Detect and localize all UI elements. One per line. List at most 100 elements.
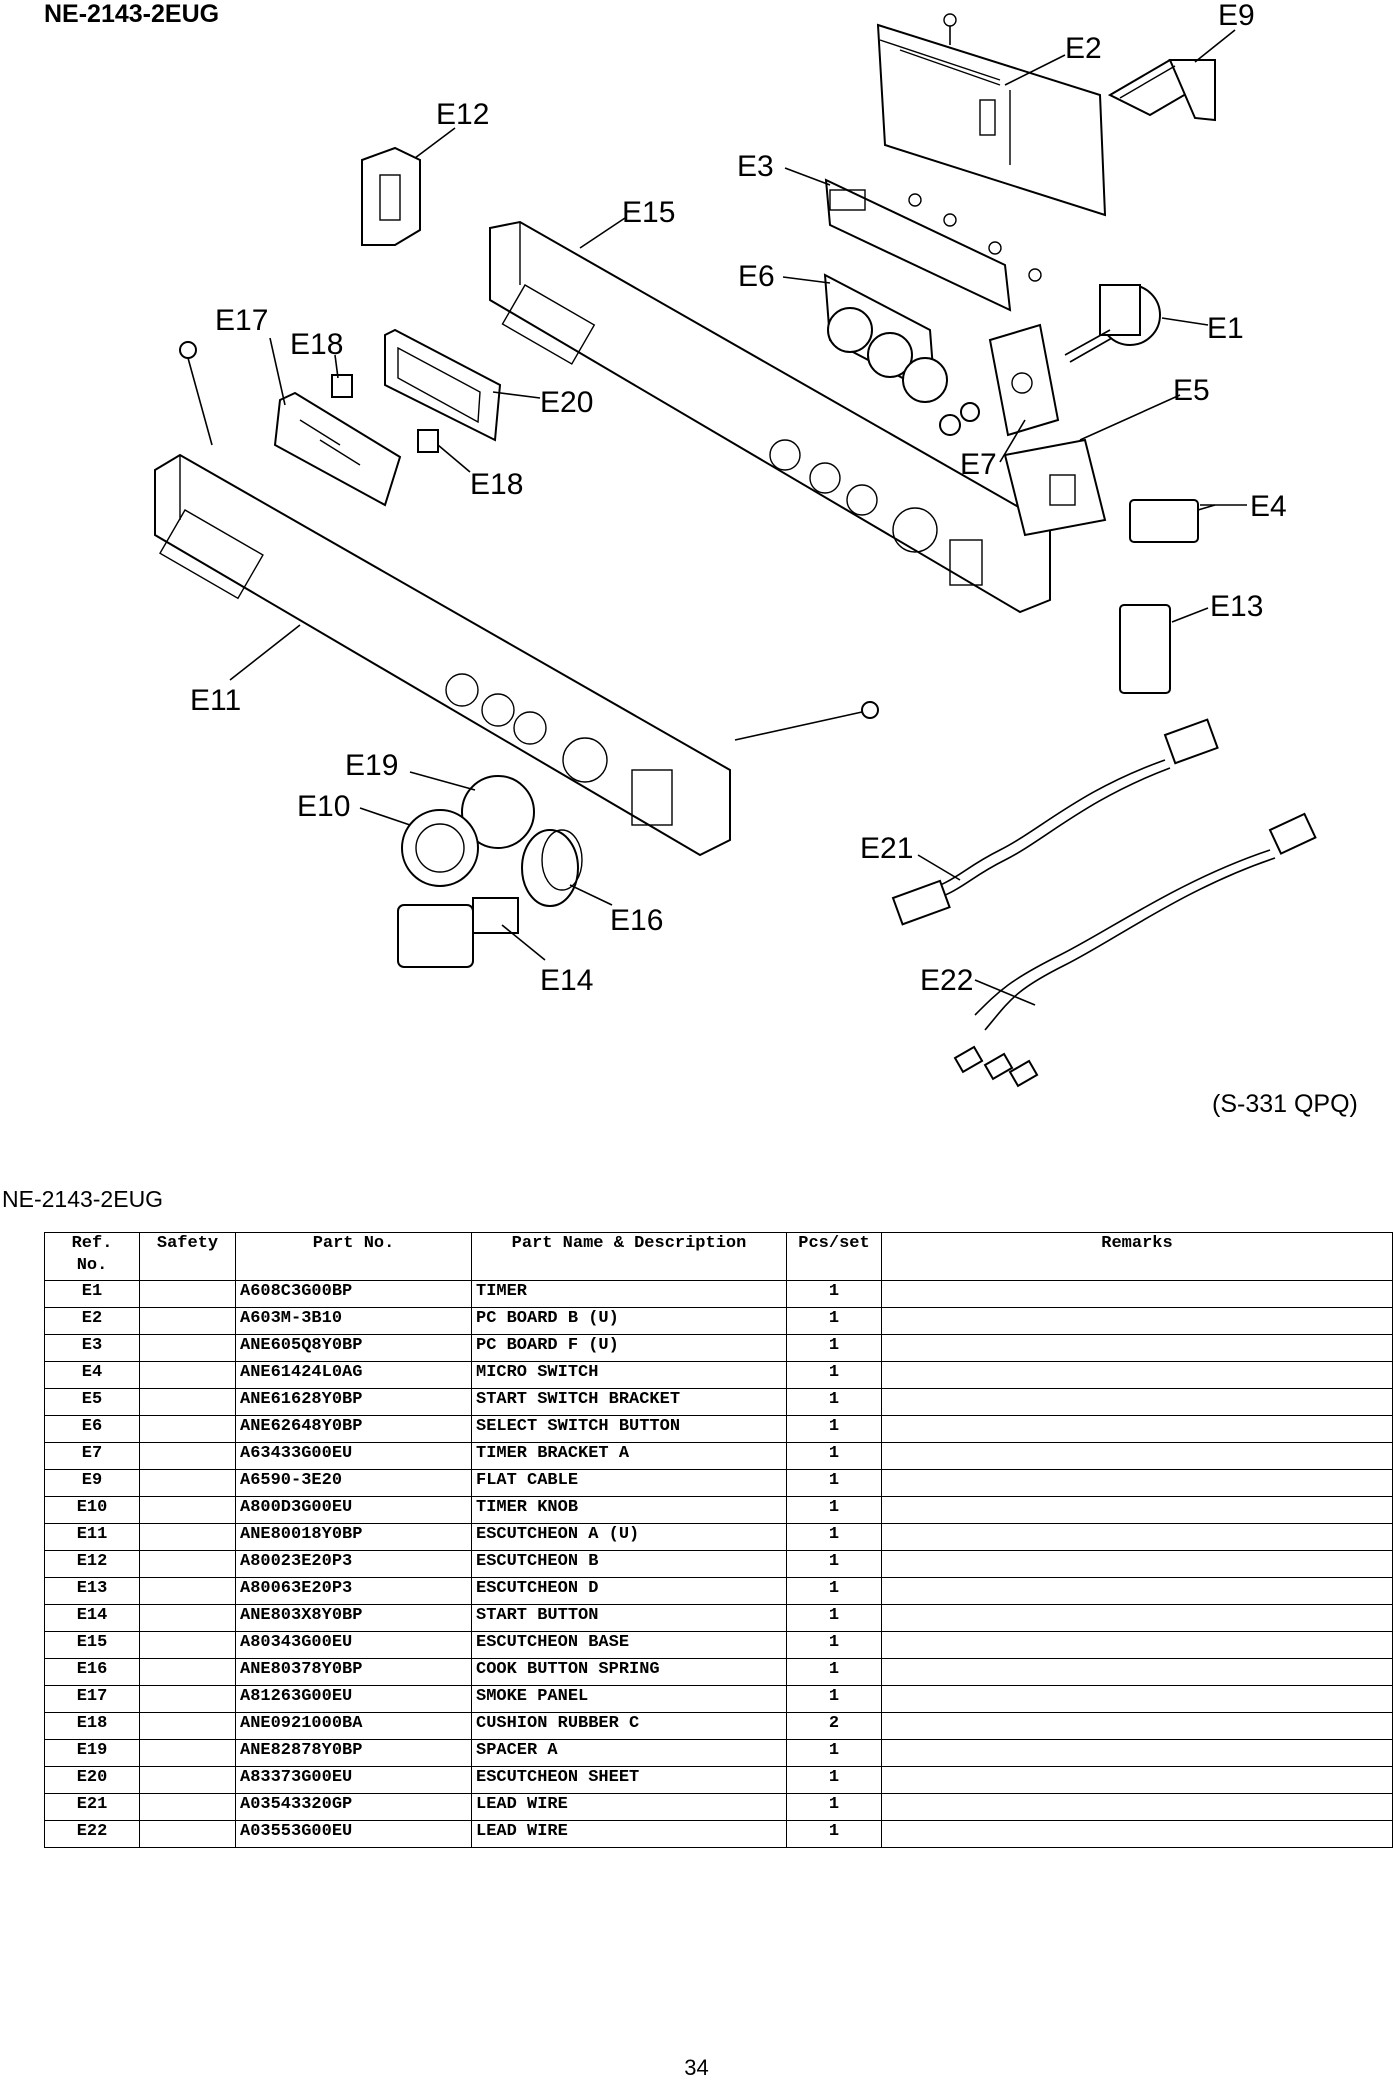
cell-remarks — [881, 1415, 1393, 1443]
cell-part-no: A80023E20P3 — [235, 1550, 472, 1578]
cushion-rubber-bottom-drawing — [417, 429, 439, 453]
header-description: Part Name & Description — [471, 1232, 787, 1281]
callout-e17: E17 — [215, 304, 268, 337]
cell-safety — [139, 1361, 236, 1389]
cell-pcs-set: 1 — [786, 1658, 882, 1686]
callout-e19: E19 — [345, 749, 398, 782]
callout-e16: E16 — [610, 904, 663, 937]
callout-e20: E20 — [540, 386, 593, 419]
cell-remarks — [881, 1550, 1393, 1578]
spacer-drawing — [461, 775, 535, 849]
cell-description: MICRO SWITCH — [471, 1361, 787, 1389]
cell-ref: E19 — [44, 1739, 140, 1767]
cell-safety — [139, 1793, 236, 1821]
document-title: NE-2143-2EUG — [44, 0, 220, 28]
cell-description: PC BOARD B (U) — [471, 1307, 787, 1335]
cell-safety — [139, 1766, 236, 1794]
callout-e2: E2 — [1065, 32, 1102, 65]
cell-remarks — [881, 1658, 1393, 1686]
callout-e4: E4 — [1250, 490, 1287, 523]
cell-pcs-set: 1 — [786, 1442, 882, 1470]
cell-description: COOK BUTTON SPRING — [471, 1658, 787, 1686]
cell-remarks — [881, 1442, 1393, 1470]
cell-pcs-set: 1 — [786, 1280, 882, 1308]
cell-part-no: A80063E20P3 — [235, 1577, 472, 1605]
cell-safety — [139, 1469, 236, 1497]
lead-wire-e22-drawing — [953, 812, 1317, 1088]
cell-part-no: A83373G00EU — [235, 1766, 472, 1794]
cell-remarks — [881, 1793, 1393, 1821]
cell-pcs-set: 1 — [786, 1604, 882, 1632]
cell-part-no: ANE605Q8Y0BP — [235, 1334, 472, 1362]
cell-safety — [139, 1820, 236, 1848]
exploded-parts-diagram: E2 E9 E3 E12 E15 E6 E1 E5 E7 E4 E13 E17 … — [154, 0, 1317, 1088]
callout-e14: E14 — [540, 964, 593, 997]
cell-remarks — [881, 1280, 1393, 1308]
callout-e11: E11 — [190, 684, 241, 717]
cell-safety — [139, 1577, 236, 1605]
cell-description: ESCUTCHEON A (U) — [471, 1523, 787, 1551]
cell-pcs-set: 1 — [786, 1469, 882, 1497]
timer-drawing — [1064, 284, 1161, 363]
page-number: 34 — [684, 2055, 709, 2080]
cell-safety — [139, 1523, 236, 1551]
cell-remarks — [881, 1766, 1393, 1794]
cell-pcs-set: 1 — [786, 1361, 882, 1389]
cell-part-no: A80343G00EU — [235, 1631, 472, 1659]
cell-part-no: A81263G00EU — [235, 1685, 472, 1713]
callout-e9: E9 — [1218, 0, 1255, 32]
cell-safety — [139, 1496, 236, 1524]
micro-switch-drawing — [1129, 499, 1216, 543]
cell-remarks — [881, 1523, 1393, 1551]
cook-button-spring-drawing — [521, 829, 583, 907]
cell-part-no: ANE61628Y0BP — [235, 1388, 472, 1416]
header-pcs-set: Pcs/set — [786, 1232, 882, 1281]
flat-cable-drawing — [1107, 58, 1216, 122]
escutcheon-base-drawing — [489, 220, 1051, 614]
cell-pcs-set: 1 — [786, 1793, 882, 1821]
cell-description: TIMER — [471, 1280, 787, 1308]
cell-ref: E21 — [44, 1793, 140, 1821]
callout-e13: E13 — [1210, 590, 1263, 623]
cell-ref: E9 — [44, 1469, 140, 1497]
cell-description: SPACER A — [471, 1739, 787, 1767]
cell-description: ESCUTCHEON BASE — [471, 1631, 787, 1659]
cell-description: LEAD WIRE — [471, 1793, 787, 1821]
cell-pcs-set: 1 — [786, 1550, 882, 1578]
cell-ref: E20 — [44, 1766, 140, 1794]
timer-bracket-drawing — [939, 323, 1060, 437]
cell-part-no: A800D3G00EU — [235, 1496, 472, 1524]
cell-pcs-set: 1 — [786, 1739, 882, 1767]
cell-description: ESCUTCHEON D — [471, 1577, 787, 1605]
cell-ref: E6 — [44, 1415, 140, 1443]
escutcheon-a-drawing — [154, 453, 731, 857]
cell-pcs-set: 1 — [786, 1496, 882, 1524]
cell-part-no: ANE82878Y0BP — [235, 1739, 472, 1767]
cell-remarks — [881, 1712, 1393, 1740]
cell-remarks — [881, 1685, 1393, 1713]
cell-part-no: A03553G00EU — [235, 1820, 472, 1848]
cell-description: TIMER KNOB — [471, 1496, 787, 1524]
table-model-label: NE-2143-2EUG — [2, 1186, 164, 1212]
cell-description: ESCUTCHEON B — [471, 1550, 787, 1578]
cell-ref: E10 — [44, 1496, 140, 1524]
cell-pcs-set: 1 — [786, 1685, 882, 1713]
cell-remarks — [881, 1388, 1393, 1416]
cell-safety — [139, 1415, 236, 1443]
cell-safety — [139, 1685, 236, 1713]
parts-list-table: Ref.No. Safety Part No. Part Name & Desc… — [44, 1232, 1393, 1848]
cell-remarks — [881, 1739, 1393, 1767]
cell-safety — [139, 1442, 236, 1470]
cell-safety — [139, 1712, 236, 1740]
